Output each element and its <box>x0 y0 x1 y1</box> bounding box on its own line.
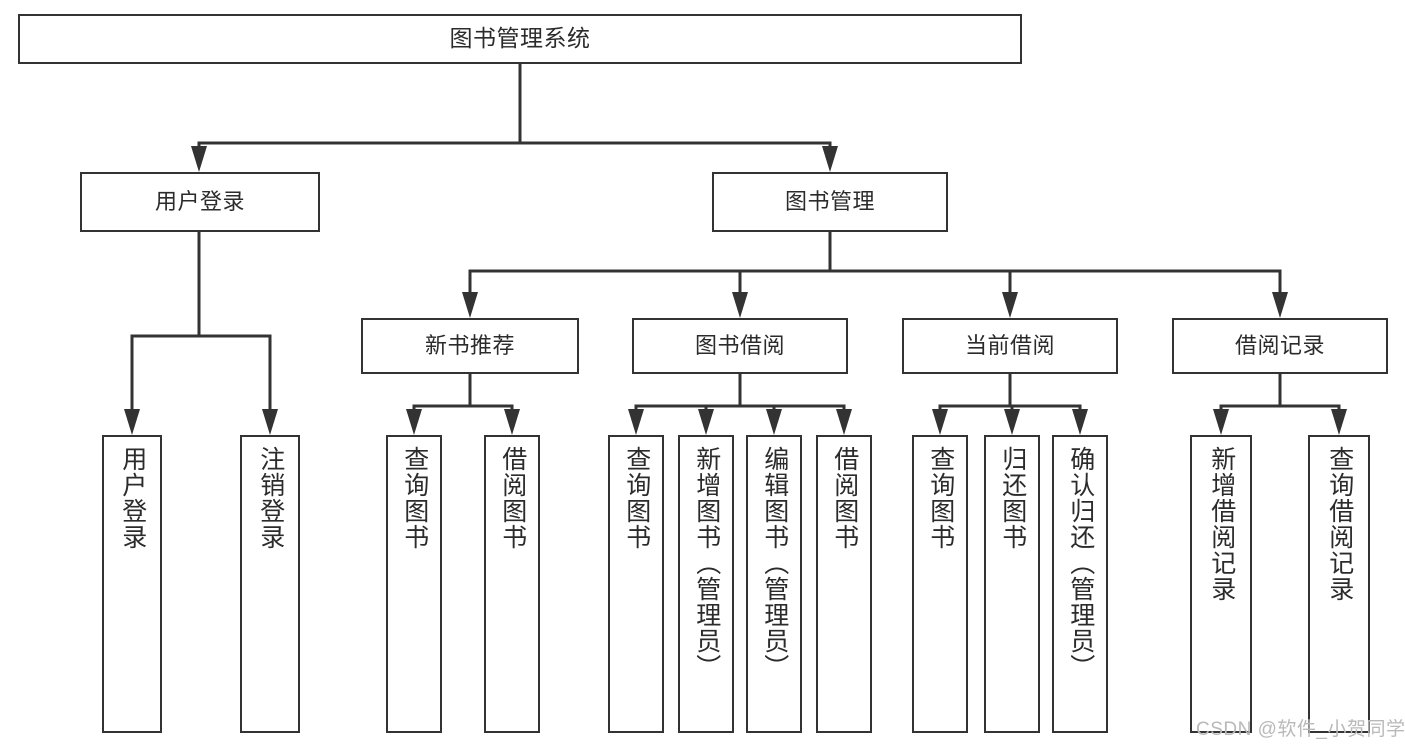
node-user-login[interactable]: 用户登录 <box>80 172 320 232</box>
node-label: 图书管理 <box>784 189 875 215</box>
node-label: 当前借阅 <box>964 333 1055 359</box>
node-label: 确认归还（管理员） <box>1066 446 1095 680</box>
node-new-book-recommend[interactable]: 新书推荐 <box>361 318 579 374</box>
csdn-watermark: CSDN @软件_小贺同学 <box>1196 719 1405 740</box>
node-leaf-confirm-return[interactable]: 确认归还（管理员） <box>1052 435 1108 733</box>
node-label: 图书管理系统 <box>449 25 591 52</box>
node-leaf-edit-book-admin[interactable]: 编辑图书（管理员） <box>746 435 802 733</box>
node-root-system[interactable]: 图书管理系统 <box>18 14 1022 64</box>
node-current-borrow[interactable]: 当前借阅 <box>902 318 1118 374</box>
node-leaf-add-book-admin[interactable]: 新增图书（管理员） <box>678 435 734 733</box>
node-book-borrow[interactable]: 图书借阅 <box>632 318 848 374</box>
node-borrow-record[interactable]: 借阅记录 <box>1172 318 1388 374</box>
node-label: 用户登录 <box>118 446 147 550</box>
node-label: 图书借阅 <box>694 333 785 359</box>
node-label: 注销登录 <box>256 446 285 550</box>
node-label: 借阅图书 <box>498 446 527 550</box>
node-leaf-borrow-book-2[interactable]: 借阅图书 <box>816 435 872 733</box>
node-label: 归还图书 <box>998 446 1027 550</box>
node-book-management[interactable]: 图书管理 <box>712 172 948 232</box>
node-leaf-query-book-1[interactable]: 查询图书 <box>386 435 442 733</box>
node-leaf-query-book-3[interactable]: 查询图书 <box>912 435 968 733</box>
node-label: 新增借阅记录 <box>1207 446 1236 602</box>
node-label: 编辑图书（管理员） <box>760 446 789 680</box>
node-label: 借阅图书 <box>830 446 859 550</box>
node-label: 查询图书 <box>400 446 429 550</box>
node-leaf-query-book-2[interactable]: 查询图书 <box>608 435 664 733</box>
node-label: 借阅记录 <box>1234 333 1325 359</box>
node-leaf-borrow-book-1[interactable]: 借阅图书 <box>484 435 540 733</box>
node-label: 查询图书 <box>622 446 651 550</box>
node-label: 用户登录 <box>154 189 245 215</box>
node-leaf-return-book[interactable]: 归还图书 <box>984 435 1040 733</box>
node-leaf-user-login[interactable]: 用户登录 <box>102 435 162 733</box>
node-label: 查询图书 <box>926 446 955 550</box>
node-label: 新增图书（管理员） <box>692 446 721 680</box>
node-leaf-query-record[interactable]: 查询借阅记录 <box>1308 435 1370 733</box>
node-leaf-logout-login[interactable]: 注销登录 <box>240 435 300 733</box>
node-label: 新书推荐 <box>424 333 515 359</box>
node-leaf-add-record[interactable]: 新增借阅记录 <box>1190 435 1252 733</box>
node-label: 查询借阅记录 <box>1325 446 1354 602</box>
